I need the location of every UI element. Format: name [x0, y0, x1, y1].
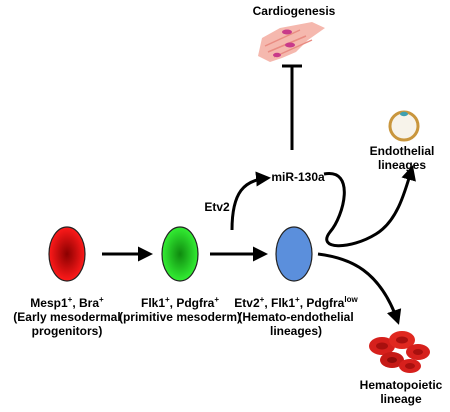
label-superscript: +	[99, 295, 104, 304]
hemato-endothelial-cell	[275, 226, 313, 282]
label-superscript: +	[165, 295, 170, 304]
label-text: , Pdgfra	[169, 296, 215, 310]
endothelial-label: Endothelial lineages	[360, 144, 444, 172]
hematopoietic-label-line-1: Hematopoietic	[359, 378, 443, 392]
hemato-endothelial-label: Etv2+, Flk1+, Pdgfralow(Hemato-endotheli…	[234, 295, 358, 339]
endothelial-label-line-2: lineages	[377, 158, 427, 172]
label-text: Flk1	[140, 296, 165, 310]
arrow-to-hematopoietic	[317, 252, 402, 325]
inhibition-arrow	[282, 64, 302, 150]
early-mesoderm-cell	[48, 226, 86, 282]
label-text: , Bra	[72, 296, 100, 310]
label-line: Flk1+, Pdgfra+	[116, 295, 244, 311]
label-line: progenitors)	[0, 324, 134, 338]
etv2-label: Etv2	[204, 200, 230, 214]
label-line: Etv2+, Flk1+, Pdgfralow	[234, 295, 358, 311]
label-line: (Hemato-endothelial	[234, 310, 358, 324]
label-text: (Hemato-endothelial	[238, 310, 354, 324]
primitive-mesoderm-label: Flk1+, Pdgfra+(primitive mesoderm)	[116, 295, 244, 325]
hematopoietic-label: Hematopoietic lineage	[352, 378, 450, 406]
label-text: , Flk1	[264, 296, 296, 310]
red-blood-cells-icon	[369, 331, 430, 373]
label-superscript: +	[67, 295, 73, 304]
label-line: (primitive mesoderm)	[116, 310, 244, 324]
label-line: lineages)	[234, 324, 358, 338]
endothelial-label-line-1: Endothelial	[369, 144, 435, 158]
label-text: (primitive mesoderm)	[118, 310, 242, 324]
label-superscript: +	[214, 295, 220, 304]
mir130a-label: miR-130a	[271, 170, 325, 184]
label-text: (Early mesodermal	[13, 310, 121, 324]
endothelial-cell-icon	[388, 110, 420, 142]
cardiogenesis-label: Cardiogenesis	[252, 4, 336, 18]
label-superscript: low	[344, 295, 358, 304]
arrow-mir130a-to-endothelial	[323, 165, 416, 248]
label-text: Mesp1	[30, 296, 68, 310]
label-text: lineages)	[269, 324, 323, 338]
label-superscript: +	[295, 295, 300, 304]
hematopoietic-label-line-2: lineage	[380, 392, 422, 406]
label-line: (Early mesodermal	[0, 310, 134, 324]
primitive-mesoderm-cell	[161, 226, 199, 282]
label-line: Mesp1+, Bra+	[0, 295, 134, 311]
arrow-etv2-to-mir130a	[230, 171, 271, 231]
label-text: , Pdgfra	[299, 296, 345, 310]
label-text: Etv2	[234, 296, 260, 310]
label-text: progenitors)	[31, 324, 103, 338]
cardiomyocyte-icon	[258, 22, 325, 62]
label-superscript: +	[259, 295, 265, 304]
